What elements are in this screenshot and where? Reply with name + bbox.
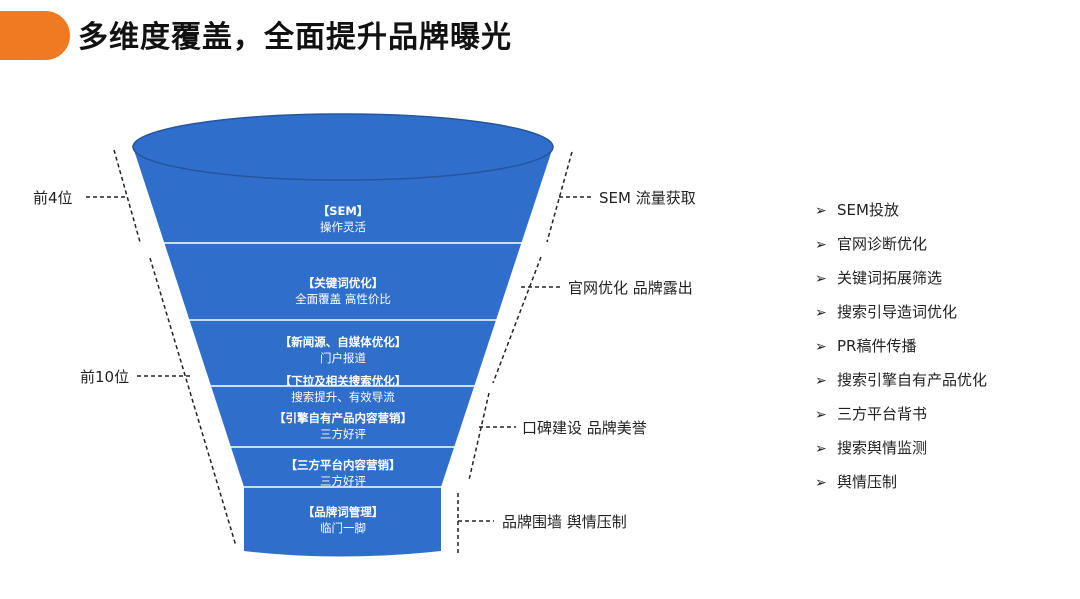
- right-guide-2: [492, 256, 542, 384]
- layer-title: 【关键词优化】: [302, 276, 384, 290]
- list-item: ➢搜索引导造词优化: [815, 301, 987, 335]
- funnel-separators: [155, 242, 531, 488]
- layer-title: 【品牌词管理】: [302, 505, 384, 519]
- arrow-bullet-icon: ➢: [815, 203, 827, 219]
- list-item: ➢官网诊断优化: [815, 233, 987, 267]
- arrow-bullet-icon: ➢: [815, 475, 827, 491]
- layer-desc: 三方好评: [320, 474, 366, 488]
- list-item: ➢关键词拓展筛选: [815, 267, 987, 301]
- layer-desc: 三方好评: [320, 427, 366, 441]
- arrow-bullet-icon: ➢: [815, 373, 827, 389]
- right-guide-1: [546, 151, 573, 243]
- title-accent-bar: [0, 11, 70, 60]
- funnel-layer-sem: 【SEM】 操作灵活: [213, 203, 473, 235]
- list-item: ➢PR稿件传播: [815, 335, 987, 369]
- right-label-site: 官网优化 品牌露出: [568, 279, 693, 297]
- list-item: ➢搜索引擎自有产品优化: [815, 369, 987, 403]
- layer-title: 【引擎自有产品内容营销】: [274, 411, 412, 425]
- layer-desc: 临门一脚: [320, 521, 366, 535]
- layer-desc: 全面覆盖 高性价比: [295, 292, 391, 306]
- layer-desc: 搜索提升、有效导流: [291, 390, 395, 404]
- list-item: ➢舆情压制: [815, 471, 987, 505]
- funnel-layer-dropdown: 【下拉及相关搜索优化】 搜索提升、有效导流: [213, 373, 473, 405]
- layer-title: 【下拉及相关搜索优化】: [279, 374, 407, 388]
- arrow-bullet-icon: ➢: [815, 407, 827, 423]
- service-list: ➢SEM投放 ➢官网诊断优化 ➢关键词拓展筛选 ➢搜索引导造词优化 ➢PR稿件传…: [815, 199, 987, 505]
- right-guide-3: [468, 392, 490, 481]
- left-guide-top: [113, 149, 141, 243]
- arrow-bullet-icon: ➢: [815, 441, 827, 457]
- right-label-sem: SEM 流量获取: [599, 189, 696, 207]
- list-item: ➢SEM投放: [815, 199, 987, 233]
- left-label-top10: 前10位: [80, 368, 130, 386]
- right-label-wall: 品牌围墙 舆情压制: [502, 513, 627, 531]
- funnel-layer-news: 【新闻源、自媒体优化】 门户报道: [213, 334, 473, 366]
- list-item: ➢搜索舆情监测: [815, 437, 987, 471]
- arrow-bullet-icon: ➢: [815, 271, 827, 287]
- funnel-layer-engine: 【引擎自有产品内容营销】 三方好评: [213, 410, 473, 442]
- layer-desc: 操作灵活: [320, 220, 366, 234]
- funnel-layer-brand: 【品牌词管理】 临门一脚: [213, 504, 473, 536]
- funnel-layer-keyword: 【关键词优化】 全面覆盖 高性价比: [213, 275, 473, 307]
- right-label-reputation: 口碑建设 品牌美誉: [522, 419, 647, 437]
- funnel-layer-third-party: 【三方平台内容营销】 三方好评: [213, 457, 473, 489]
- layer-title: 【SEM】: [317, 204, 369, 218]
- layer-title: 【三方平台内容营销】: [285, 458, 401, 472]
- list-item: ➢三方平台背书: [815, 403, 987, 437]
- page-title: 多维度覆盖，全面提升品牌曝光: [78, 20, 512, 55]
- funnel-body: [133, 147, 553, 557]
- left-guide-bottom: [149, 257, 237, 547]
- layer-title: 【新闻源、自媒体优化】: [279, 335, 407, 349]
- layer-desc: 门户报道: [320, 351, 366, 365]
- left-label-top4: 前4位: [33, 189, 73, 207]
- arrow-bullet-icon: ➢: [815, 305, 827, 321]
- arrow-bullet-icon: ➢: [815, 339, 827, 355]
- arrow-bullet-icon: ➢: [815, 237, 827, 253]
- funnel-top-rim: [132, 113, 554, 181]
